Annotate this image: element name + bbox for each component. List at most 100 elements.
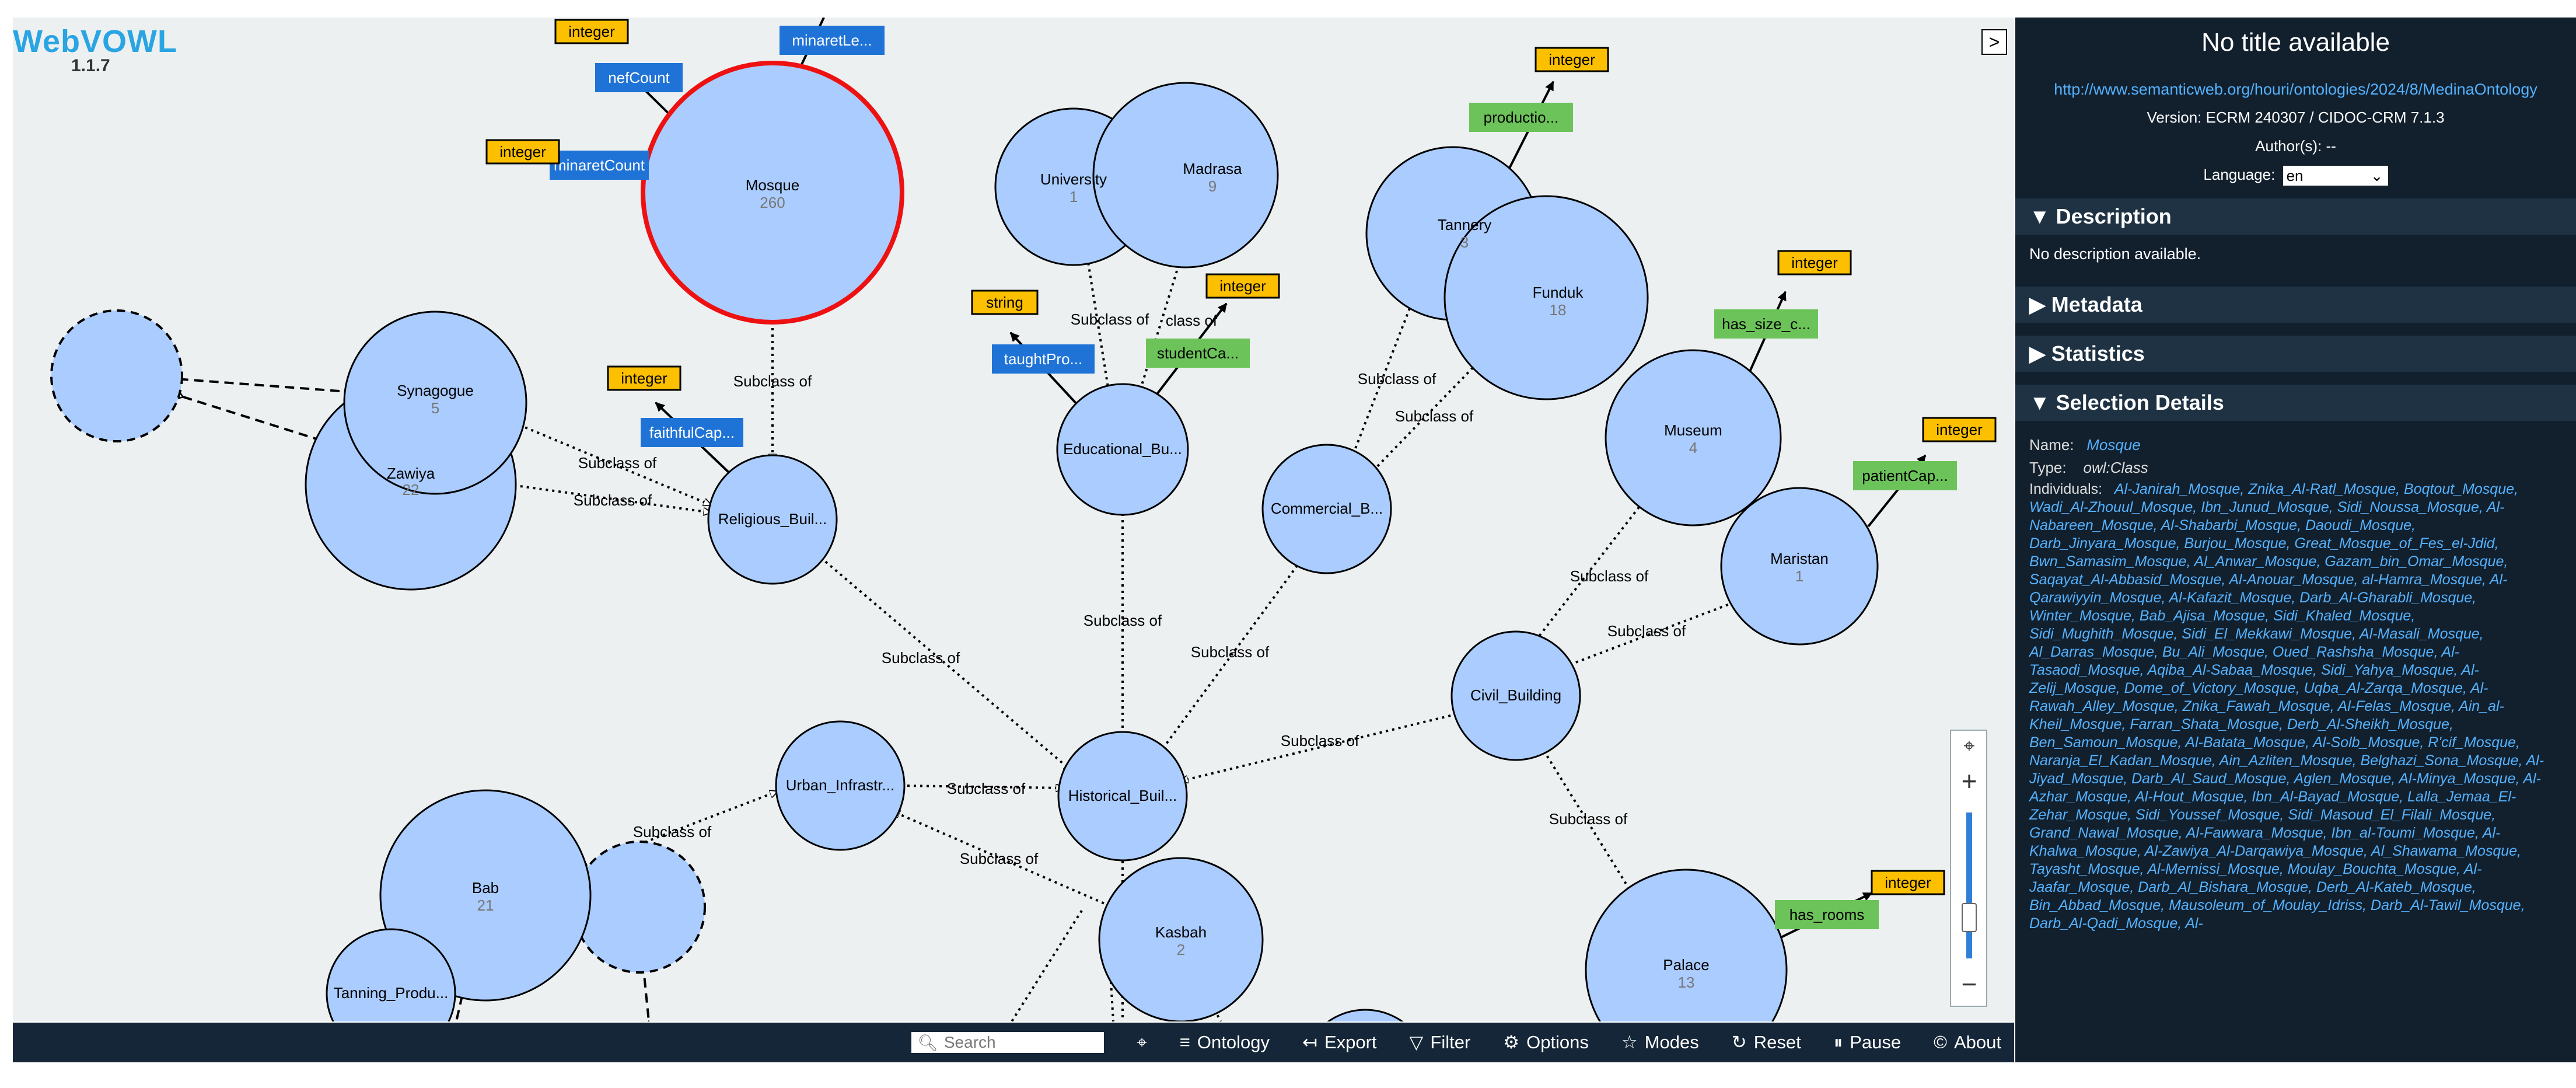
property-box-taughtpro[interactable]	[992, 344, 1095, 374]
ontology-menu[interactable]: ≡Ontology	[1180, 1032, 1270, 1053]
sidebar-toggle-button[interactable]: >	[1981, 29, 2007, 55]
edge-civil-historical	[1181, 714, 1451, 781]
selected-name-link[interactable]: Mosque	[2086, 436, 2141, 454]
locate-button[interactable]: ⌖	[1137, 1032, 1147, 1054]
node-circle-mosque[interactable]	[641, 61, 904, 325]
edge-label-zawiya-religious: Subclass of	[574, 491, 652, 509]
node-circle-educational[interactable]	[1056, 383, 1189, 516]
ontology-authors: Author(s): --	[2255, 137, 2336, 155]
node-count-university: 1	[1069, 188, 1078, 205]
graph-canvas[interactable]: Mosque 260 University 1 Madrasa 9 Tanner…	[13, 18, 2014, 1021]
node-circle-commercial[interactable]	[1261, 444, 1392, 574]
datatype-box-studentca[interactable]	[1205, 273, 1280, 299]
node-count-tannery: 3	[1460, 233, 1469, 251]
gear-icon: ⚙	[1503, 1032, 1520, 1052]
datatype-box-productio[interactable]	[1535, 47, 1609, 72]
details-sidebar: No title available http://www.semanticwe…	[2015, 18, 2576, 1062]
node-label-palace: Palace	[1663, 956, 1710, 974]
bottom-toolbar: 🔍︎ Search ⌖ ≡Ontology ↤Export ▽Filter ⚙O…	[13, 1023, 2014, 1062]
modes-menu[interactable]: ☆Modes	[1621, 1032, 1699, 1053]
edge-synagogue-religious	[519, 424, 711, 505]
language-row: Language: en⌄	[2015, 166, 2576, 186]
node-circle-historical[interactable]	[1057, 731, 1188, 862]
node-circle-synagogue[interactable]	[343, 311, 527, 495]
zoom-out-button[interactable]: −	[1961, 969, 1977, 999]
node-label-tanning: Tanning_Produ...	[334, 984, 449, 1002]
zoom-slider-track[interactable]	[1966, 812, 1972, 958]
individuals-values[interactable]: Al-Janirah_Mosque, Znika_Al-Ratl_Mosque,…	[2029, 481, 2544, 932]
filter-menu-label: Filter	[1430, 1032, 1471, 1052]
node-circle-civil[interactable]	[1450, 630, 1581, 761]
zoom-slider-handle[interactable]	[1962, 903, 1977, 932]
node-circle-museum[interactable]	[1605, 349, 1782, 526]
node-anonymous-bottom[interactable]	[573, 841, 706, 974]
ontology-iri-link[interactable]: http://www.semanticweb.org/houri/ontolog…	[2054, 81, 2537, 98]
search-box[interactable]: 🔍︎ Search	[911, 1032, 1105, 1053]
pause-button-label: Pause	[1850, 1032, 1902, 1052]
metadata-section-header[interactable]: ▶ Metadata	[2015, 287, 2576, 323]
triangle-right-icon: ▶	[2029, 341, 2046, 366]
property-box-faithfulcap[interactable]	[641, 418, 743, 447]
datatype-box-has-rooms[interactable]	[1871, 870, 1945, 895]
datatype-label-nefcount: integer	[568, 23, 615, 40]
edge-commercial-historical	[1155, 559, 1302, 759]
property-box-productio[interactable]	[1469, 103, 1573, 132]
center-graph-icon[interactable]: ⌖	[1963, 735, 1975, 757]
edge-zawiya-religious	[507, 483, 711, 512]
reset-button-label: Reset	[1753, 1032, 1801, 1052]
datatype-box-faithfulcap[interactable]	[607, 365, 681, 391]
property-box-minaretcount[interactable]	[550, 151, 649, 180]
node-label-historical: Historical_Buil...	[1068, 787, 1177, 804]
edge-religious-historical	[815, 552, 1071, 770]
filter-menu[interactable]: ▽Filter	[1410, 1032, 1471, 1053]
selection-section-header[interactable]: ▼ Selection Details	[2015, 385, 2576, 421]
property-box-patientcap[interactable]	[1853, 461, 1957, 490]
export-menu[interactable]: ↤Export	[1302, 1032, 1377, 1053]
ontology-graph[interactable]: Mosque 260 University 1 Madrasa 9 Tanner…	[13, 18, 2014, 1021]
pause-button[interactable]: ⏸Pause	[1834, 1032, 1901, 1054]
node-label-educational: Educational_Bu...	[1063, 440, 1182, 458]
language-select[interactable]: en⌄	[2283, 166, 2388, 186]
property-box-nefcount[interactable]	[595, 63, 683, 92]
options-menu[interactable]: ⚙Options	[1503, 1032, 1589, 1053]
datatype-label-patientcap: integer	[1936, 421, 1983, 438]
datatype-box-nefcount[interactable]	[554, 19, 629, 44]
edge-museum-civil	[1535, 501, 1644, 642]
node-circle-palace[interactable]	[1585, 869, 1788, 1021]
about-menu[interactable]: ©About	[1934, 1032, 2001, 1053]
node-circle-tanning[interactable]	[326, 928, 456, 1021]
language-value: en	[2286, 167, 2304, 185]
zoom-in-button[interactable]: +	[1961, 766, 1977, 796]
property-label-nefcount: nefCount	[608, 69, 670, 86]
node-circle-funduk[interactable]	[1443, 195, 1649, 400]
node-circle-maristan[interactable]	[1720, 487, 1879, 646]
reset-button[interactable]: ↻Reset	[1732, 1032, 1801, 1053]
description-section-header[interactable]: ▼ Description	[2015, 198, 2576, 235]
node-circle-urban[interactable]	[775, 720, 906, 851]
property-box-minaretle[interactable]	[780, 26, 885, 55]
property-box-studentca[interactable]	[1146, 339, 1250, 368]
property-box-has-size[interactable]	[1714, 309, 1818, 339]
node-count-madrasa: 9	[1208, 177, 1217, 195]
ontology-menu-label: Ontology	[1197, 1032, 1270, 1052]
datatype-box-has-size[interactable]	[1777, 250, 1852, 276]
property-label-minaretcount: minaretCount	[554, 156, 645, 174]
property-box-has-rooms[interactable]	[1775, 900, 1879, 929]
node-circle-kasbah[interactable]	[1098, 857, 1264, 1021]
node-circle-religious[interactable]	[707, 454, 838, 585]
datatype-box-patientcap[interactable]	[1922, 417, 1997, 442]
individuals-list[interactable]: Individuals: Al-Janirah_Mosque, Znika_Al…	[2015, 480, 2576, 933]
datatype-box-taughtpro[interactable]	[971, 290, 1039, 315]
node-anonymous-left[interactable]	[50, 309, 183, 442]
edge-label-religious-historical: Subclass of	[882, 649, 960, 667]
zoom-control: ⌖ + −	[1950, 730, 1987, 1007]
node-circle-madrasa[interactable]	[1092, 82, 1279, 268]
datatype-box-minaretcount[interactable]	[485, 139, 560, 165]
property-label-taughtpro: taughtPro...	[1004, 350, 1082, 368]
statistics-section-header[interactable]: ▶ Statistics	[2015, 336, 2576, 372]
edge-label-educational-historical: Subclass of	[1083, 612, 1162, 629]
name-label: Name:	[2029, 436, 2074, 454]
node-circle-bottom-partial[interactable]	[1301, 1009, 1429, 1021]
search-input[interactable]: Search	[943, 1033, 996, 1051]
triangle-down-icon: ▼	[2029, 390, 2050, 415]
